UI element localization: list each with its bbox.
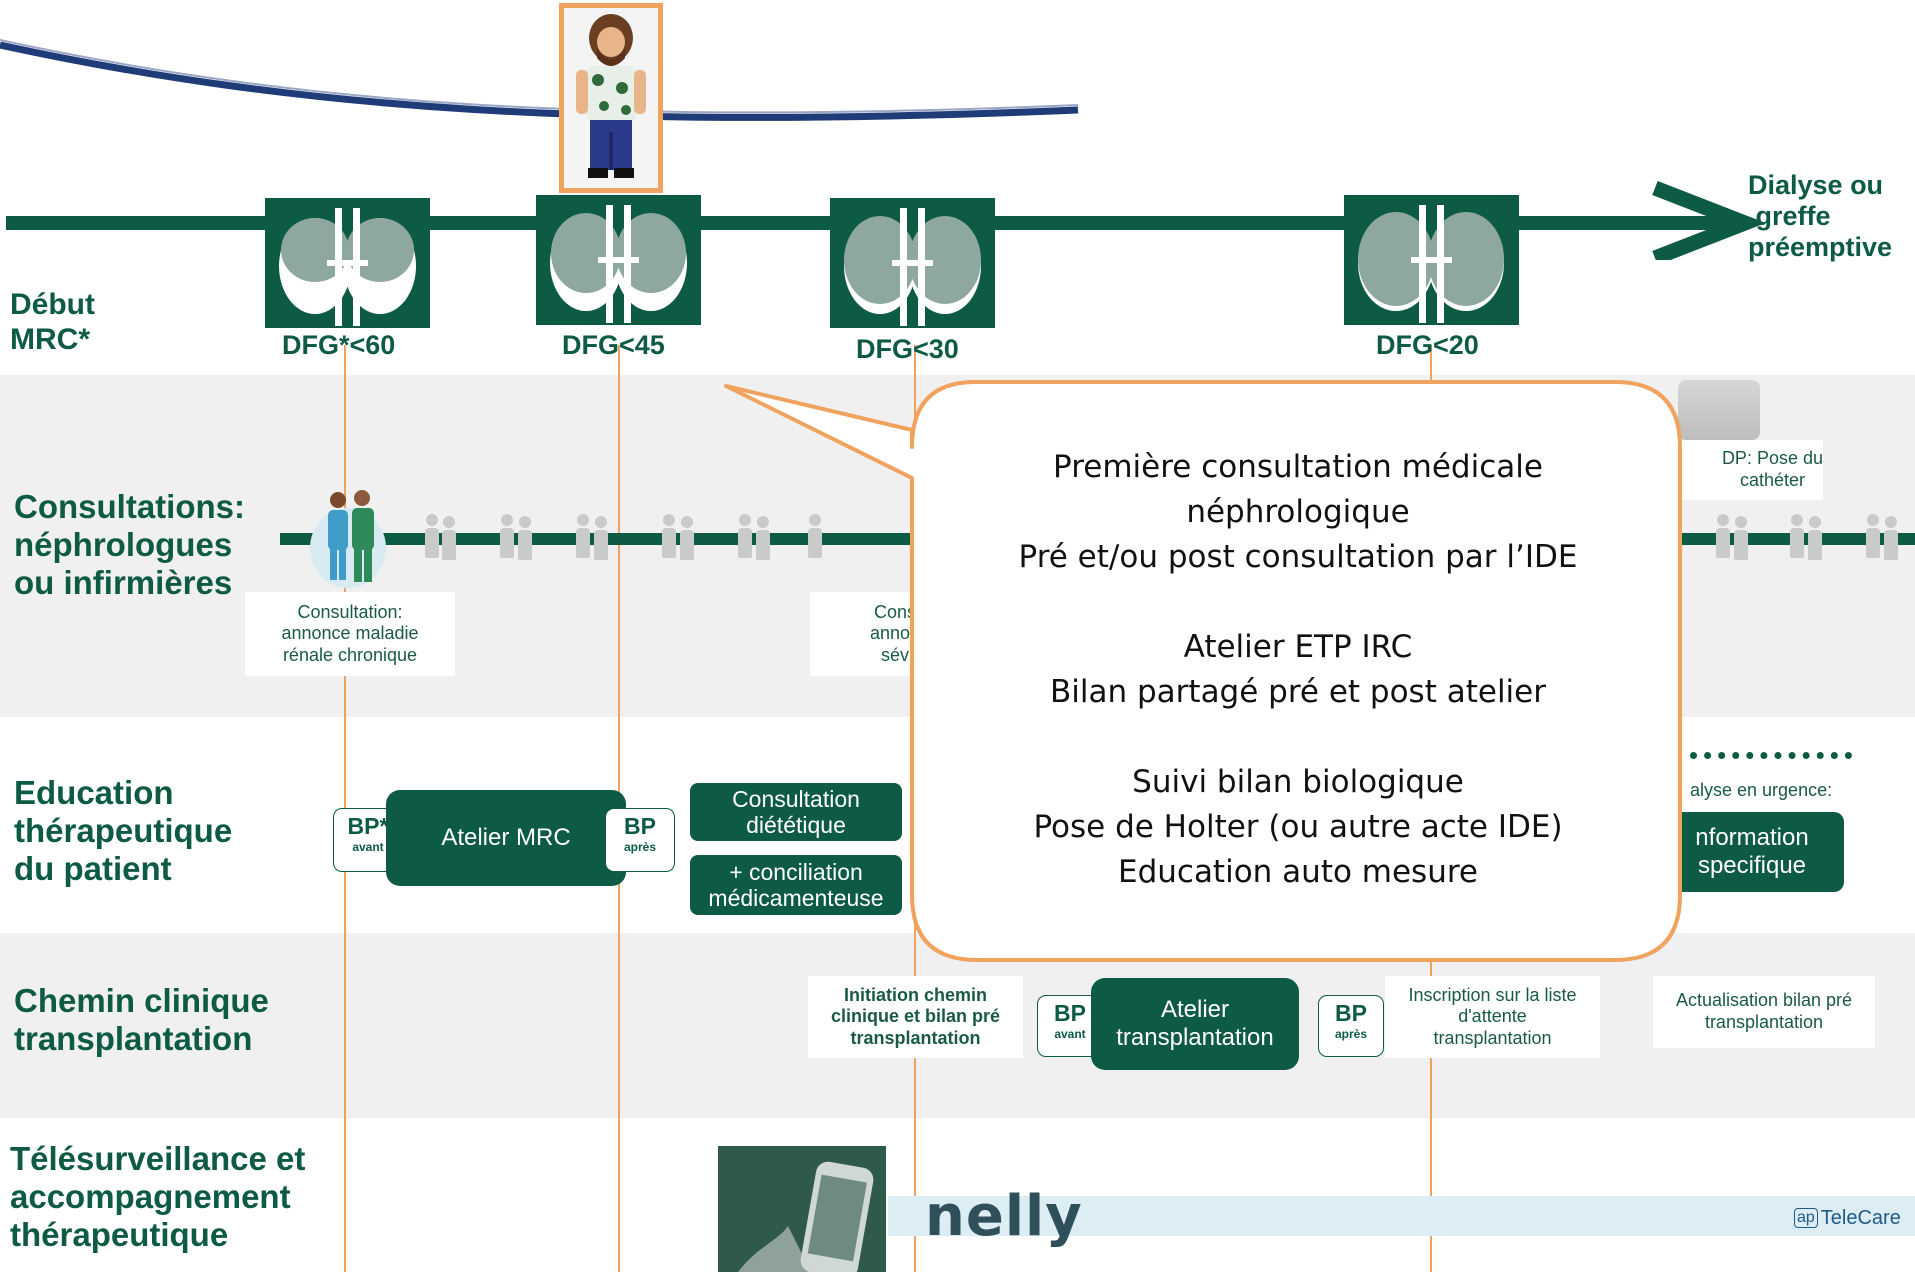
person-icon (576, 514, 590, 558)
inscription-liste: Inscription sur la liste d'attente trans… (1385, 976, 1600, 1058)
person-icon (1716, 514, 1730, 558)
stage-label: DFG*<60 (282, 330, 396, 360)
person-icon (756, 516, 770, 560)
kidney-icon (1344, 195, 1519, 325)
person-icon (1884, 516, 1898, 560)
ap-badge: ap (1794, 1208, 1818, 1228)
callout-paragraph: Première consultation médicale néphrolog… (1018, 449, 1578, 575)
doctors-icon (310, 490, 386, 588)
person-icon (1734, 516, 1748, 560)
kidney-icon (830, 198, 995, 328)
person-icon (594, 516, 608, 560)
person-icon (808, 514, 822, 558)
phone-image (718, 1146, 886, 1272)
person-icon (442, 516, 456, 560)
person-icon (738, 514, 752, 558)
atelier-mrc: Atelier MRC (386, 790, 626, 886)
telecare-label: TeleCare (1820, 1206, 1901, 1229)
dialyse-urgence-label: alyse en urgence: (1690, 780, 1833, 800)
person-icon (1790, 514, 1804, 558)
stage-label: DFG<30 (856, 334, 959, 364)
callout-paragraph: Suivi bilan biologique Pose de Holter (o… (1033, 764, 1563, 890)
person-icon (518, 516, 532, 560)
information-specifique: nformation specifique (1660, 812, 1844, 892)
patient-figure (559, 3, 663, 193)
conciliation-medicamenteuse: + conciliation médicamenteuse (690, 855, 902, 915)
person-icon (680, 516, 694, 560)
row-header-telesurveillance: Télésurveillance et accompagnement théra… (10, 1140, 306, 1253)
stage-label: DFG<20 (1376, 330, 1479, 360)
swoosh-decoration (0, 39, 1079, 121)
atelier-transplantation: Atelier transplantation (1091, 978, 1299, 1070)
person-icon (500, 514, 514, 558)
actualisation-bilan: Actualisation bilan pré transplantation (1653, 976, 1875, 1048)
row-header-chemin: Chemin clinique transplantation (14, 982, 269, 1057)
person-icon (425, 514, 439, 558)
catheter-image (1678, 380, 1760, 440)
telecare-logo: ap TeleCare (1794, 1205, 1901, 1231)
person-icon (1808, 516, 1822, 560)
nelly-logo: nelly (925, 1184, 1083, 1249)
callout-paragraph: Atelier ETP IRC Bilan partagé pré et pos… (1050, 629, 1546, 710)
note-annonce-severe: Cons annon sév (810, 592, 920, 676)
person-icon (1866, 514, 1880, 558)
kidney-icon (265, 198, 430, 328)
start-label: Début MRC* (10, 288, 95, 356)
stage-label: DFG<45 (562, 330, 665, 360)
row-header-consultations: Consultations: néphrologues ou infirmièr… (14, 488, 245, 601)
initiation-chemin: Initiation chemin clinique et bilan pré … (808, 976, 1023, 1058)
note-annonce: Consultation: annonce maladie rénale chr… (245, 592, 455, 676)
telesurveillance-band (888, 1196, 1915, 1236)
consultation-dietetique: Consultation diététique (690, 783, 902, 841)
person-icon (662, 514, 676, 558)
kidney-icon (536, 195, 701, 325)
row-header-education: Education thérapeutique du patient (14, 774, 233, 887)
end-label: Dialyse ou greffe préemptive (1748, 170, 1893, 263)
callout-text: Première consultation médicale néphrolog… (918, 445, 1678, 895)
dotted-line (1690, 752, 1852, 759)
